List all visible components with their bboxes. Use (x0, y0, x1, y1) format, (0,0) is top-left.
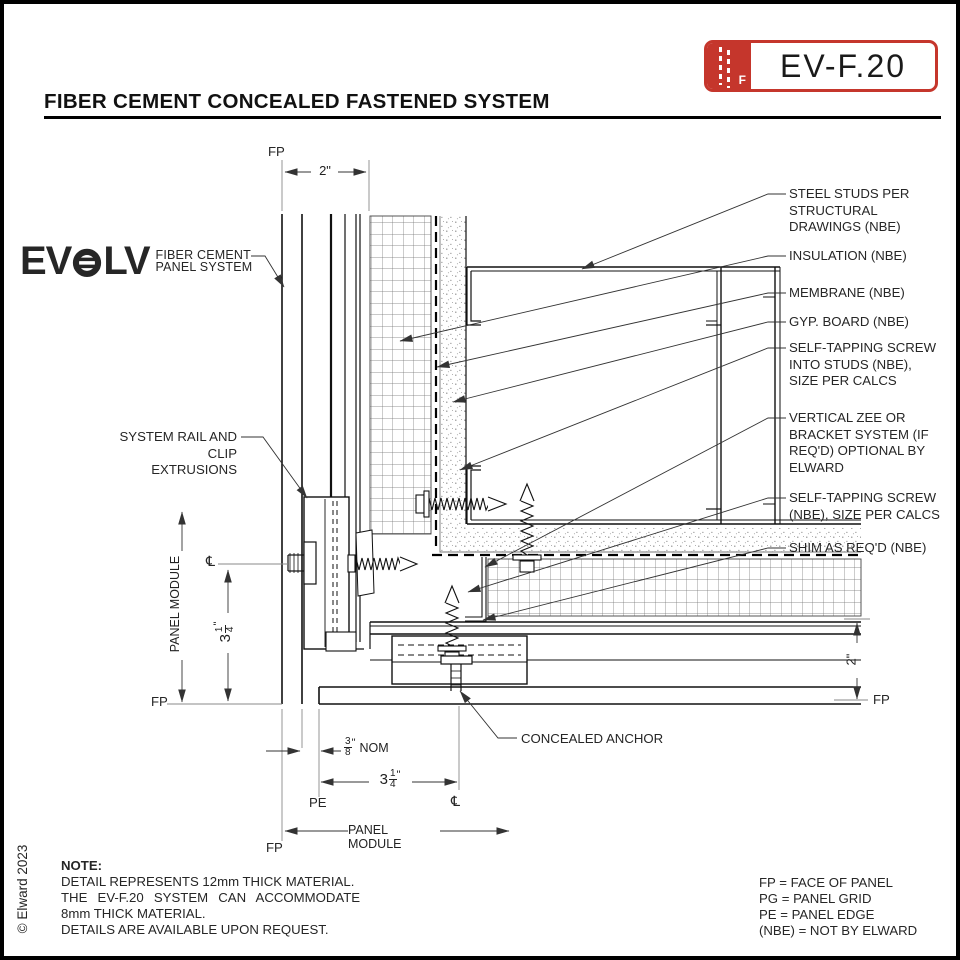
screw-vertical-1 (512, 482, 542, 573)
concealed-anchor-bolt (440, 655, 473, 691)
screw-horizontal-2 (415, 490, 508, 518)
extension-lines (167, 160, 870, 841)
logo-part2: LV (103, 239, 150, 283)
centerline-marker-bottom: ℄ (451, 794, 460, 810)
legend-pg: PG = PANEL GRID (759, 891, 872, 906)
logo-o-glyph (73, 248, 102, 277)
pe-marker: PE (309, 795, 327, 810)
detail-code: EV-F.20 (779, 47, 907, 84)
panel-detail-icon: F (707, 43, 751, 89)
callout-shim: SHIM AS REQ'D (NBE) (789, 540, 927, 555)
abbreviation-legend: FP = FACE OF PANEL PG = PANEL GRID PE = … (759, 875, 917, 939)
fp-marker-top: FP (268, 144, 285, 159)
badge-icon-letter: F (738, 73, 746, 87)
screw-horizontal-1 (347, 554, 419, 573)
callout-concealed-anchor: CONCEALED ANCHOR (521, 731, 664, 746)
copyright-text: © Elward 2023 (15, 844, 30, 934)
callout-self-tapping-screw: SELF-TAPPING SCREW (NBE), SIZE PER CALCS (789, 490, 940, 522)
note-line: 8mm THICK MATERIAL. (61, 906, 206, 921)
detail-drawing (167, 160, 870, 841)
callout-vertical-zee: VERTICAL ZEE OR BRACKET SYSTEM (IF REQ'D… (789, 410, 929, 475)
logo-caption-2: PANEL SYSTEM (155, 259, 253, 274)
joint-label: NOM (359, 740, 389, 755)
insulation-hatch (369, 215, 862, 617)
dim-panel-module-vertical: PANEL MODULE (168, 555, 182, 653)
rail-clip-assembly (287, 496, 419, 652)
callout-insulation: INSULATION (NBE) (789, 248, 907, 263)
dim-right-height: 2" (843, 653, 859, 666)
note-line: THE EV-F.20 SYSTEM CAN ACCOMMODATE (61, 890, 361, 905)
title-underline (44, 116, 941, 119)
dimension-lines (178, 168, 861, 835)
joint-numerator: 3 (344, 736, 352, 748)
fp-marker-left: FP (151, 694, 168, 709)
steel-studs (466, 266, 861, 525)
legend-fp: FP = FACE OF PANEL (759, 875, 893, 890)
logo-part1: EV (20, 239, 72, 283)
centerline-marker-left: ℄ (206, 554, 215, 570)
page-title: FIBER CEMENT CONCEALED FASTENED SYSTEM (44, 90, 550, 113)
fp-marker-bottom: FP (266, 840, 283, 855)
fiber-cement-panel (281, 214, 861, 705)
zee-bracket (465, 557, 487, 622)
callout-screw-into-studs: SELF-TAPPING SCREW INTO STUDS (NBE), SIZ… (789, 340, 937, 388)
panel-anchor-bolt (287, 541, 317, 585)
note-block: NOTE: DETAIL REPRESENTS 12mm THICK MATER… (61, 858, 360, 938)
note-line: DETAIL REPRESENTS 12mm THICK MATERIAL. (61, 874, 355, 889)
callout-membrane: MEMBRANE (NBE) (789, 285, 905, 300)
membrane-line (432, 216, 861, 557)
gyp-board-hatch (439, 216, 861, 553)
legend-nbe: (NBE) = NOT BY ELWARD (759, 923, 918, 938)
callout-system-rail: SYSTEM RAIL AND CLIP EXTRUSIONS (119, 429, 238, 477)
detail-code-badge: F EV-F.20 (704, 40, 938, 92)
vertical-zee (355, 529, 375, 597)
dim-top-width: 2" (319, 163, 331, 178)
joint-denominator: 8 (345, 747, 351, 758)
legend-pe: PE = PANEL EDGE (759, 907, 875, 922)
screw-vertical-2 (437, 584, 467, 663)
callout-steel-studs: STEEL STUDS PER STRUCTURAL DRAWINGS (NBE… (789, 186, 910, 234)
evolv-logo: EV LV FIBER CEMENT PANEL SYSTEM (20, 239, 252, 284)
fp-marker-right: FP (873, 692, 890, 707)
logo-caption-1: FIBER CEMENT (155, 248, 251, 262)
leader-lines (241, 193, 786, 739)
callout-gyp-board: GYP. BOARD (NBE) (789, 314, 909, 329)
dim-panel-module-horizontal: PANEL MODULE (348, 823, 402, 851)
note-line: DETAILS ARE AVAILABLE UPON REQUEST. (61, 922, 329, 937)
note-heading: NOTE: (61, 858, 103, 873)
